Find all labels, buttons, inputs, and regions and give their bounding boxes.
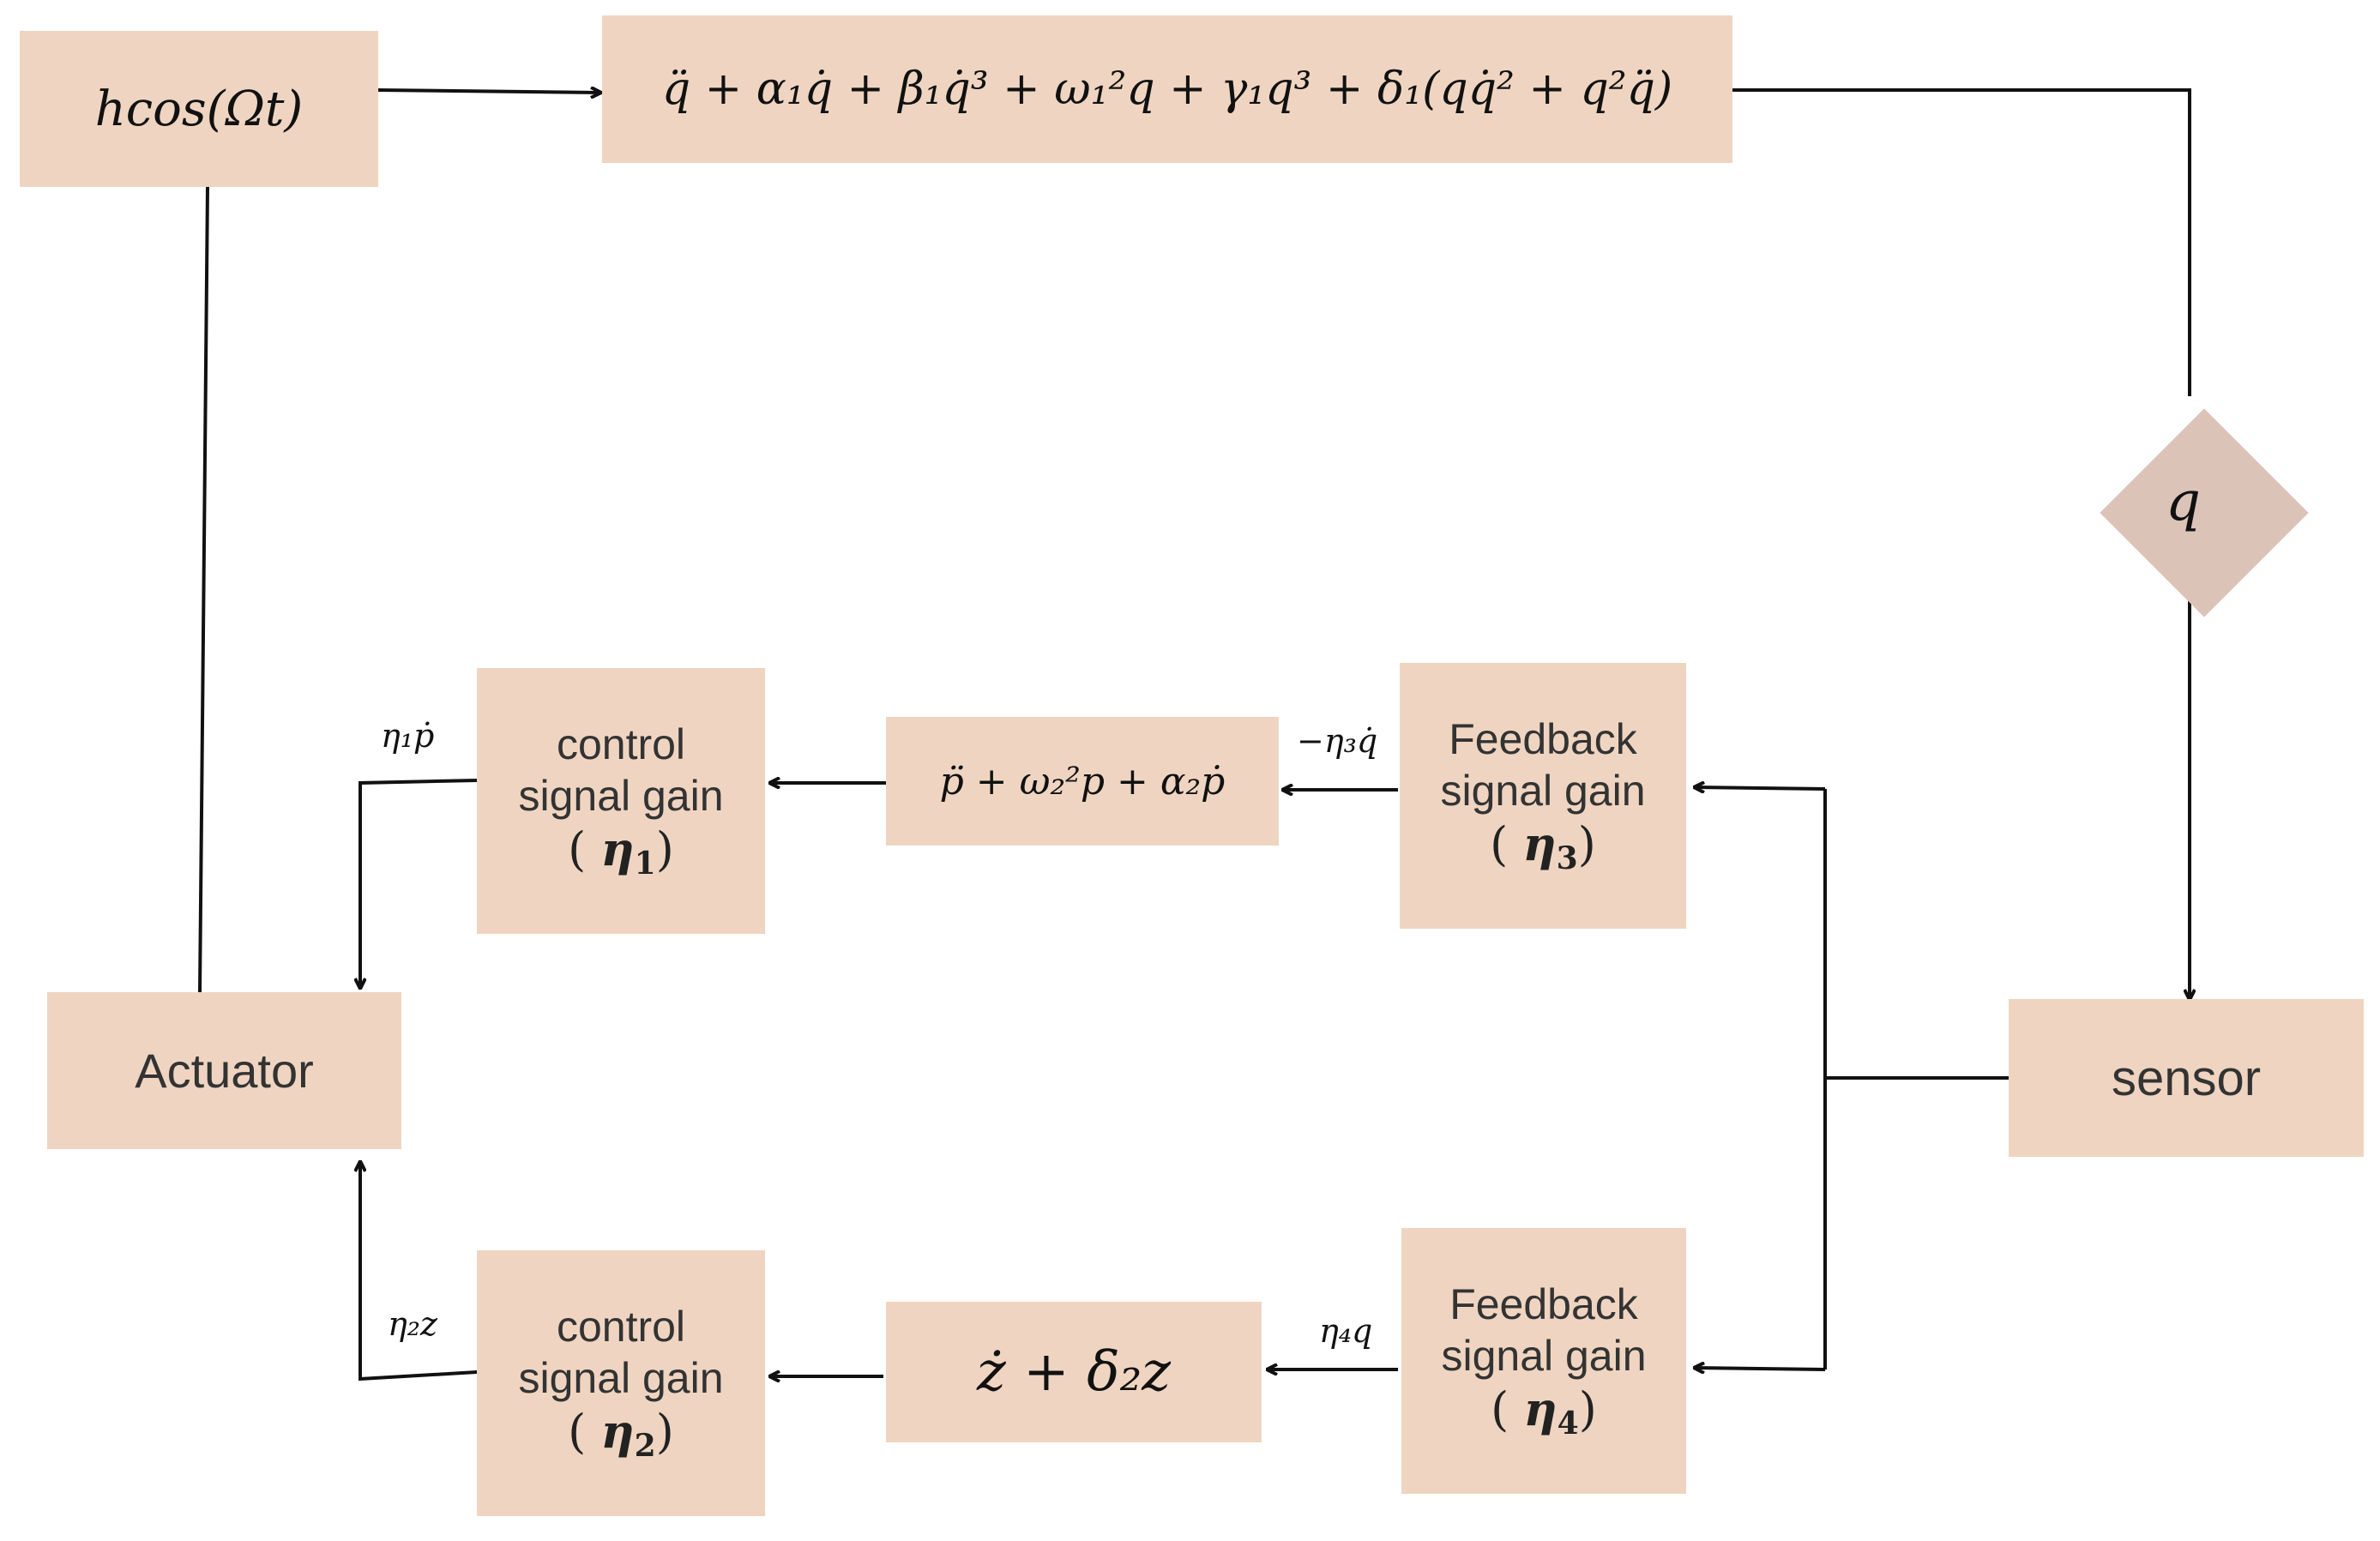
arrow-to-feedback-3	[1695, 787, 1826, 789]
controller-z-equation: ż + δ₂z	[977, 1340, 1171, 1404]
input-box: hcos(Ωt)	[20, 31, 378, 187]
line-actuator-to-input	[198, 186, 209, 993]
plant-equation-box: q̈ + α₁q̇ + β₁q̇³ + ω₁²q + γ₁q³ + δ₁(qq̇…	[602, 15, 1732, 163]
feedback-gain-4-box: Feedback signal gain ( η4)	[1401, 1228, 1686, 1494]
control-gain-2-box: control signal gain ( η2)	[477, 1250, 765, 1516]
signal-eta4-q: η₄q	[1319, 1312, 1373, 1350]
arrow-cg2-to-actuator	[360, 1162, 478, 1381]
arrow-to-feedback-4	[1695, 1368, 1826, 1369]
signal-neg-eta3-qdot: −η₃q̇	[1297, 722, 1378, 760]
control-gain-1-line2: signal gain	[518, 772, 724, 821]
line-plant-to-q	[1732, 88, 2191, 396]
arrow-cg1-to-actuator	[360, 779, 478, 988]
controller-p-box: p̈ + ω₂²p + α₂ṗ	[886, 717, 1279, 846]
control-gain-1-line1: control	[556, 720, 686, 769]
sensor-label: sensor	[2111, 1050, 2262, 1106]
feedback-gain-4-line1: Feedback	[1449, 1280, 1638, 1329]
control-gain-1-box: control signal gain ( η1)	[477, 668, 765, 934]
control-gain-2-line2: signal gain	[518, 1354, 724, 1403]
feedback-gain-3-line2: signal gain	[1440, 767, 1646, 816]
arrow-input-to-plant	[377, 90, 600, 93]
measured-q-label: q	[2166, 470, 2201, 533]
controller-z-box: ż + δ₂z	[886, 1302, 1262, 1442]
feedback-gain-3-symbol: ( η3)	[1490, 816, 1596, 877]
signal-eta1-pdot: η₁ṗ	[381, 717, 435, 755]
feedback-gain-3-line1: Feedback	[1449, 715, 1637, 764]
actuator-label: Actuator	[135, 1044, 314, 1098]
control-gain-2-line1: control	[556, 1303, 686, 1351]
feedback-gain-4-line2: signal gain	[1441, 1332, 1647, 1381]
feedback-gain-4-symbol: ( η4)	[1491, 1381, 1597, 1442]
control-gain-1-symbol: ( η1)	[568, 822, 674, 882]
sensor-box: sensor	[2009, 999, 2364, 1157]
control-gain-2-symbol: ( η2)	[568, 1404, 674, 1465]
plant-equation: q̈ + α₁q̇ + β₁q̇³ + ω₁²q + γ₁q³ + δ₁(qq̇…	[661, 63, 1673, 115]
input-label: hcos(Ωt)	[94, 81, 304, 137]
feedback-gain-3-box: Feedback signal gain ( η3)	[1400, 663, 1686, 929]
controller-p-equation: p̈ + ω₂²p + α₂ṗ	[939, 759, 1226, 804]
actuator-box: Actuator	[47, 992, 401, 1149]
signal-eta2-z: η₂z	[388, 1305, 438, 1343]
